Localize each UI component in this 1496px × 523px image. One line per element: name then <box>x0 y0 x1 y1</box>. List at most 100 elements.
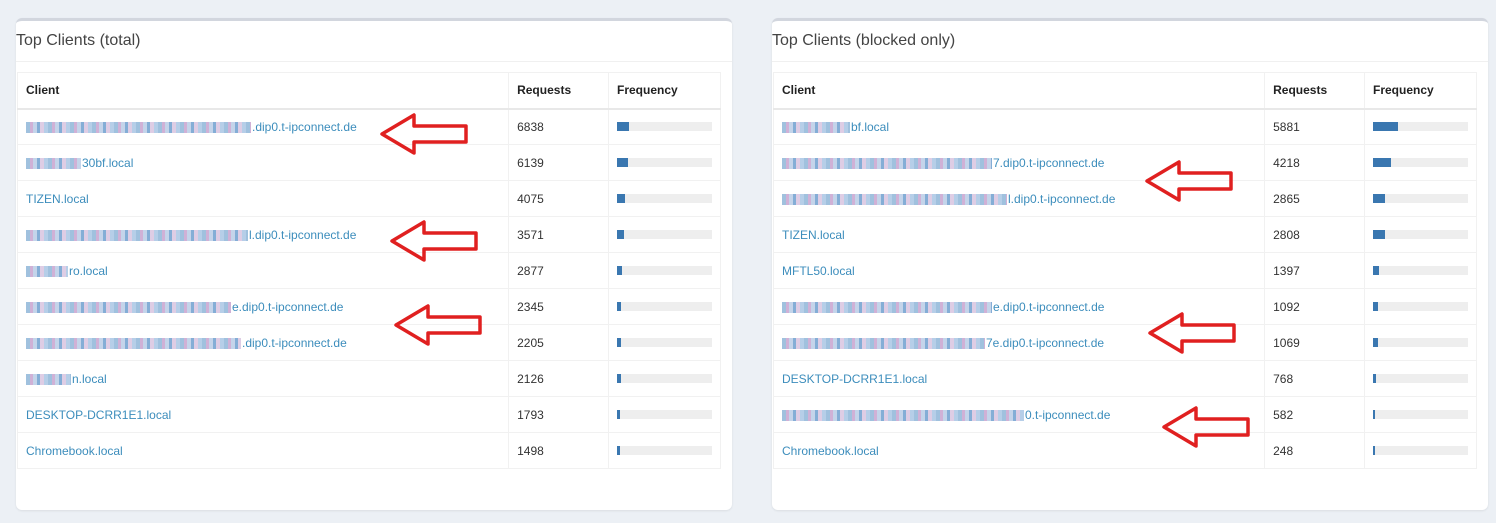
client-link[interactable]: 7e.dip0.t-ipconnect.de <box>986 335 1105 350</box>
client-link[interactable]: TIZEN.local <box>26 191 89 206</box>
frequency-bar-fill <box>1372 122 1398 132</box>
client-link[interactable]: 0.t-ipconnect.de <box>1025 407 1111 422</box>
table-row: .dip0.t-ipconnect.de 2205 <box>16 324 722 361</box>
frequency-bar-fill <box>1372 194 1385 203</box>
frequency-bar-fill <box>1372 266 1379 275</box>
left-arrow-annotation-icon <box>1145 160 1233 202</box>
frequency-bar-track <box>616 446 712 455</box>
requests-cell: 2865 <box>1264 180 1365 217</box>
frequency-cell <box>1363 288 1478 325</box>
redacted-hostname <box>782 122 850 134</box>
redacted-hostname <box>26 229 248 241</box>
client-link[interactable]: n.local <box>72 371 107 386</box>
frequency-bar-track <box>1372 410 1468 419</box>
frequency-cell <box>607 252 722 289</box>
top-clients-blocked-panel: Top Clients (blocked only) Client Reques… <box>772 18 1488 510</box>
client-cell: DESKTOP-DCRR1E1.local <box>772 360 1266 397</box>
frequency-cell <box>607 144 722 181</box>
frequency-cell <box>607 324 722 361</box>
client-link[interactable]: bf.local <box>851 119 890 134</box>
frequency-bar-track <box>616 230 712 239</box>
requests-cell: 4075 <box>508 180 609 217</box>
client-cell: 30bf.local <box>16 144 510 181</box>
redacted-hostname <box>26 265 68 277</box>
client-link[interactable]: e.dip0.t-ipconnect.de <box>993 299 1105 314</box>
client-link[interactable]: .dip0.t-ipconnect.de <box>242 335 347 350</box>
left-arrow-annotation-icon <box>390 220 478 262</box>
client-cell: ro.local <box>16 252 510 289</box>
frequency-bar-fill <box>616 158 628 167</box>
frequency-bar-track <box>1372 374 1468 383</box>
client-link[interactable]: Chromebook.local <box>782 443 879 458</box>
client-cell: MFTL50.local <box>772 252 1266 289</box>
frequency-cell <box>1363 180 1478 217</box>
frequency-bar-fill <box>1372 446 1375 455</box>
frequency-bar-fill <box>616 122 629 132</box>
frequency-bar-track <box>616 194 712 203</box>
client-link[interactable]: TIZEN.local <box>782 227 845 242</box>
client-link[interactable]: 30bf.local <box>82 155 134 170</box>
frequency-bar-fill <box>616 230 624 239</box>
client-cell: l.dip0.t-ipconnect.de <box>772 180 1266 217</box>
frequency-bar-fill <box>1372 338 1378 347</box>
requests-column-header[interactable]: Requests <box>1264 72 1365 110</box>
frequency-cell <box>1363 324 1478 361</box>
table-row: e.dip0.t-ipconnect.de 2345 <box>16 288 722 325</box>
requests-cell: 2345 <box>508 288 609 325</box>
requests-cell: 2205 <box>508 324 609 361</box>
requests-cell: 2808 <box>1264 216 1365 253</box>
client-cell: Chromebook.local <box>16 432 510 469</box>
redacted-hostname <box>782 157 992 169</box>
requests-cell: 4218 <box>1264 144 1365 181</box>
requests-column-header[interactable]: Requests <box>508 72 609 110</box>
frequency-cell <box>607 360 722 397</box>
redacted-hostname <box>26 122 251 134</box>
frequency-cell <box>607 216 722 253</box>
client-cell: TIZEN.local <box>772 216 1266 253</box>
requests-cell: 582 <box>1264 396 1365 433</box>
left-arrow-annotation-icon <box>1148 312 1236 354</box>
frequency-cell <box>607 396 722 433</box>
client-link[interactable]: e.dip0.t-ipconnect.de <box>232 299 344 314</box>
client-link[interactable]: l.dip0.t-ipconnect.de <box>1008 191 1116 206</box>
requests-cell: 6139 <box>508 144 609 181</box>
client-link[interactable]: Chromebook.local <box>26 443 123 458</box>
frequency-cell <box>607 180 722 217</box>
redacted-hostname <box>26 157 81 169</box>
frequency-bar-fill <box>616 194 625 203</box>
client-link[interactable]: ro.local <box>69 263 108 278</box>
frequency-column-header[interactable]: Frequency <box>1363 72 1478 110</box>
frequency-cell <box>607 108 722 145</box>
redacted-hostname <box>782 337 985 349</box>
client-cell: TIZEN.local <box>16 180 510 217</box>
requests-cell: 6838 <box>508 108 609 145</box>
frequency-cell <box>1363 216 1478 253</box>
client-column-header[interactable]: Client <box>16 72 510 110</box>
frequency-bar-track <box>1372 266 1468 275</box>
frequency-bar-track <box>1372 122 1468 132</box>
table-row: 7.dip0.t-ipconnect.de 4218 <box>772 144 1478 181</box>
frequency-bar-track <box>616 122 712 132</box>
client-link[interactable]: DESKTOP-DCRR1E1.local <box>26 407 172 422</box>
client-link[interactable]: 7.dip0.t-ipconnect.de <box>993 155 1105 170</box>
client-link[interactable]: l.dip0.t-ipconnect.de <box>249 227 357 242</box>
client-link[interactable]: MFTL50.local <box>782 263 855 278</box>
frequency-column-header[interactable]: Frequency <box>607 72 722 110</box>
client-link[interactable]: .dip0.t-ipconnect.de <box>252 119 357 134</box>
frequency-bar-fill <box>1372 158 1391 167</box>
frequency-cell <box>1363 396 1478 433</box>
client-column-header[interactable]: Client <box>772 72 1266 110</box>
table-row: TIZEN.local 2808 <box>772 216 1478 253</box>
client-cell: bf.local <box>772 108 1266 145</box>
client-link[interactable]: DESKTOP-DCRR1E1.local <box>782 371 928 386</box>
frequency-cell <box>607 432 722 469</box>
frequency-bar-track <box>1372 338 1468 347</box>
